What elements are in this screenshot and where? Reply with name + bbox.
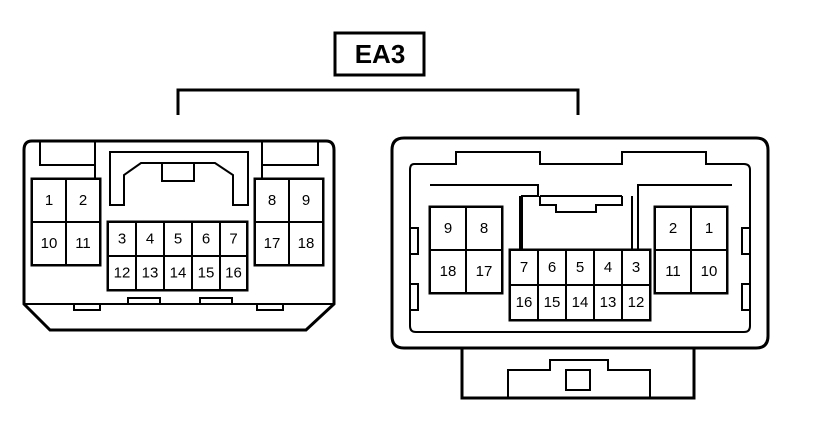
left-pin-label: 16 [225, 265, 242, 282]
left-pin-cell [31, 221, 67, 266]
left-pin-label: 5 [174, 231, 182, 248]
left-pin-label: 12 [114, 265, 131, 282]
left-pin-cell [219, 255, 248, 291]
right-pin-cell [537, 284, 567, 321]
right-bottom-latch [460, 348, 696, 400]
right-bottom-latch-inner [507, 359, 651, 398]
right-pin-cell [690, 206, 728, 251]
right-pin-label: 7 [520, 259, 528, 276]
right-pin-label: 15 [544, 294, 561, 311]
right-pin-cell [690, 249, 728, 294]
left-pin-cell [65, 221, 101, 266]
title-group: EA3 [176, 31, 580, 115]
left-pin-label: 4 [146, 231, 154, 248]
right-pin-cell [565, 284, 595, 321]
right-pin-label: 11 [665, 263, 681, 280]
left-pin-cell [288, 221, 324, 266]
right-pin-label: 10 [701, 263, 718, 280]
right-inner-wall [409, 151, 751, 333]
right-pin-label: 14 [572, 294, 589, 311]
left-pin-label: 7 [229, 231, 237, 248]
right-pin-cell [429, 249, 467, 294]
right-pin-label: 13 [600, 294, 617, 311]
right-side-tabs [409, 227, 751, 311]
left-pin-label: 3 [118, 231, 126, 248]
right-pin-label: 8 [480, 220, 488, 237]
left-top-ledge [39, 141, 319, 166]
right-pin-label: 9 [444, 220, 452, 237]
right-pin-cell [537, 249, 567, 286]
right-pin-label: 4 [604, 259, 612, 276]
right-pin-label: 12 [628, 294, 645, 311]
right-pin-label: 16 [516, 294, 533, 311]
left-pin-label: 9 [302, 192, 310, 209]
right-pin-cell [654, 249, 692, 294]
bracket [176, 88, 580, 115]
right-pin-label: 5 [576, 259, 584, 276]
right-connector-housing [390, 136, 770, 350]
left-pin-label: 6 [202, 231, 210, 248]
left-pin-label: 18 [298, 235, 315, 252]
title-box [333, 31, 426, 77]
left-pin-label: 13 [142, 265, 159, 282]
right-pin-cell [465, 249, 503, 294]
left-pin-label: 17 [264, 235, 281, 252]
right-pin-label: 3 [632, 259, 640, 276]
left-pin-label: 2 [79, 192, 87, 209]
left-pin-label: 1 [45, 192, 53, 209]
right-bottom-latch-tab [565, 369, 591, 391]
left-connector-housing [22, 139, 336, 332]
right-pin-label: 18 [440, 263, 457, 280]
left-pin-label: 15 [198, 265, 215, 282]
left-bottom-tabs [73, 297, 284, 311]
left-pin-cell [288, 178, 324, 223]
right-pin-label: 1 [705, 220, 713, 237]
right-pin-cell [621, 284, 651, 321]
left-pin-label: 8 [268, 192, 276, 209]
right-pin-label: 2 [669, 220, 677, 237]
right-pin-label: 17 [476, 263, 493, 280]
left-pin-cell [163, 221, 193, 257]
left-pin-label: 11 [75, 235, 91, 252]
connector-title: EA3 [355, 39, 406, 69]
right-latch [430, 184, 732, 250]
left-pin-label: 14 [170, 265, 187, 282]
left-pin-label: 10 [41, 235, 58, 252]
left-pin-cell [135, 255, 165, 291]
right-pin-label: 6 [548, 259, 556, 276]
left-latch-tab [161, 162, 195, 182]
